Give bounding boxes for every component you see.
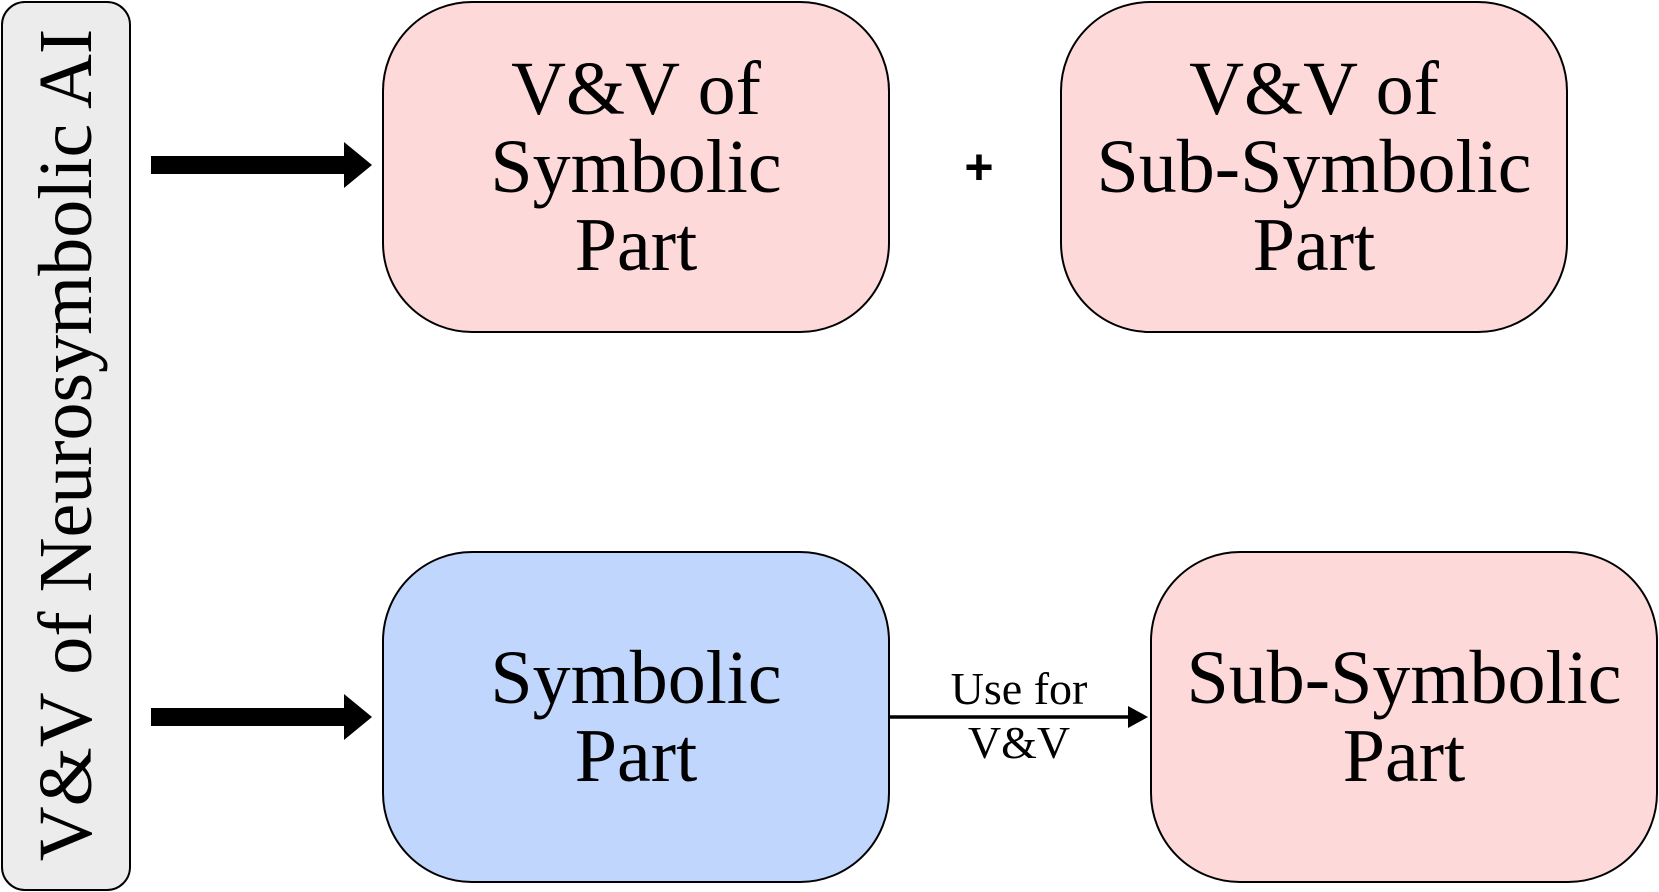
side-panel <box>1 1 131 891</box>
vv-sub-symbolic-part-box: V&V of Sub-Symbolic Part <box>1060 1 1568 333</box>
symbolic-part-line-2: Part <box>574 714 698 798</box>
use-for-label-line-2: V&V <box>967 717 1071 768</box>
vv-symbolic-part-line-2: Symbolic <box>490 125 782 209</box>
sub-symbolic-part-line-2: Part <box>1342 714 1466 798</box>
vv-sub-symbolic-part-line-1: V&V of <box>1189 47 1439 131</box>
vv-symbolic-part-line-3: Part <box>574 203 698 287</box>
use-for-arrow <box>890 706 1148 728</box>
vv-symbolic-part-box: V&V of Symbolic Part <box>382 1 890 333</box>
vv-sub-symbolic-part-line-2: Sub-Symbolic <box>1096 125 1532 209</box>
symbolic-part-line-1: Symbolic <box>490 636 782 720</box>
bottom-thick-arrow <box>151 694 372 740</box>
top-thick-arrow <box>151 142 372 188</box>
vv-symbolic-part-line-1: V&V of <box>511 47 761 131</box>
use-for-label: Use for V&V <box>890 662 1148 770</box>
use-for-label-line-1: Use for <box>950 663 1088 714</box>
plus-operator: + <box>964 139 994 195</box>
symbolic-part-box: Symbolic Part <box>382 551 890 883</box>
vv-sub-symbolic-part-line-3: Part <box>1252 203 1376 287</box>
sub-symbolic-part-box: Sub-Symbolic Part <box>1150 551 1658 883</box>
sub-symbolic-part-line-1: Sub-Symbolic <box>1186 636 1622 720</box>
